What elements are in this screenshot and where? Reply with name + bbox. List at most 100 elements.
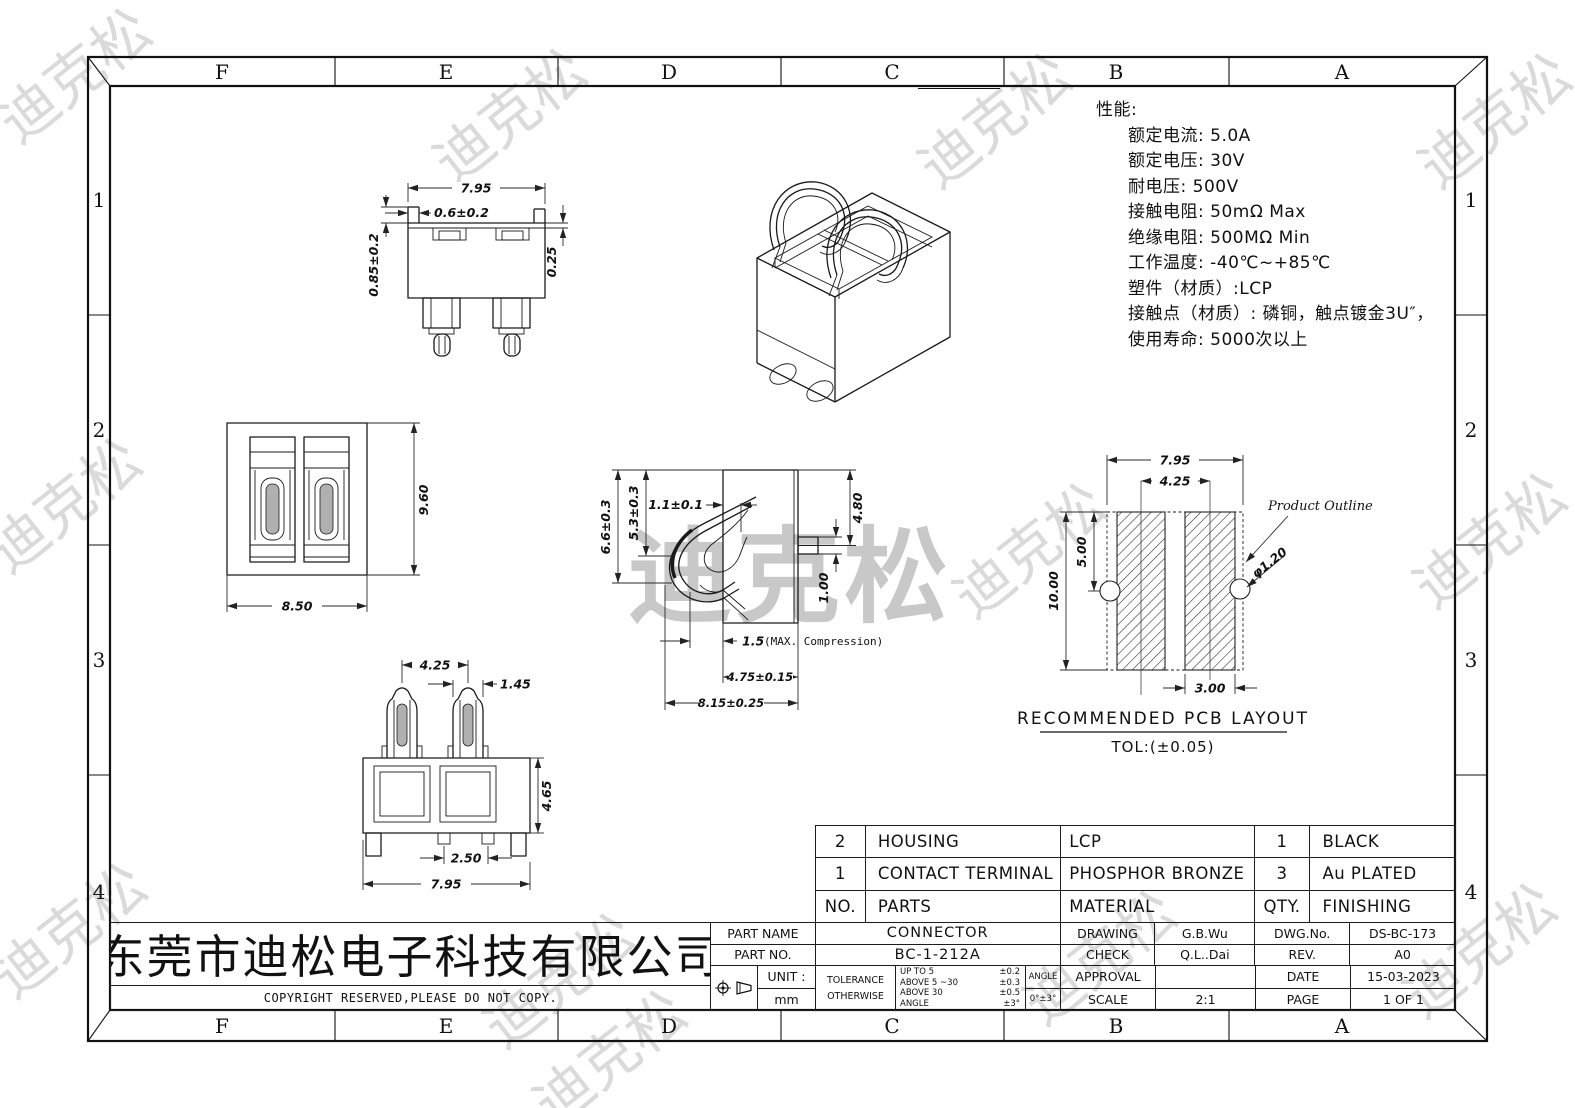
title-block-row: SCALE 2:1 PAGE 1 OF 1	[1061, 988, 1456, 1010]
company-block: 东莞市迪松电子科技有限公司 COPYRIGHT RESERVED,PLEASE …	[110, 922, 710, 1011]
border-col-label: C	[884, 1014, 899, 1038]
dim-pcb-hole-y: 5.00	[1074, 536, 1089, 567]
tolerance-value: ±3°	[1003, 998, 1020, 1009]
border-col-label: D	[661, 1014, 677, 1038]
border-col-label: F	[215, 1014, 229, 1038]
border-col-label: E	[439, 1014, 454, 1038]
border-col-label: A	[1334, 1014, 1350, 1038]
tolerance-label-2: OTHERWISE	[827, 990, 884, 1002]
angle-label: ANGLE	[1026, 966, 1060, 989]
angle-cell: ANGLE 0°±3°	[1026, 966, 1061, 1010]
drawing-label: DRAWING	[1061, 923, 1156, 944]
dim-side-hright: 4.80	[850, 492, 865, 524]
angle-value: 0°±3°	[1029, 994, 1057, 1005]
top-view-drawing: 7.95 0.6±0.2 0.85±0.2 0.25	[366, 181, 568, 357]
side-view-drawing: 6.6±0.3 5.3±0.3 1.1±0.1 4.80 1.00 1.5 (M…	[598, 469, 883, 710]
part-no-value: BC-1-212A	[816, 944, 1061, 965]
unit-label: UNIT :	[758, 966, 815, 989]
dim-top-tab: 0.6±0.2	[434, 205, 489, 220]
tolerance-range: ABOVE 30	[900, 988, 943, 998]
dim-pcb-width: 7.95	[1160, 453, 1191, 468]
tolerance-label-cell: TOLERANCE OTHERWISE	[816, 966, 896, 1010]
title-block-row: APPROVAL DATE 15-03-2023	[1061, 966, 1456, 989]
title-block-row: PART NO. BC-1-212A CHECK Q.L..Dai REV. A…	[711, 944, 1455, 966]
dim-side-total: 8.15±0.25	[698, 696, 764, 710]
spec-line: 额定电流: 5.0A	[1128, 125, 1251, 146]
dim-side-body: 4.75±0.15	[726, 670, 793, 684]
bom-cell-no: 2	[816, 826, 866, 858]
spec-line: 接触点（材质）: 磷铜，触点镀金3U″，	[1128, 304, 1434, 324]
title-block-row: PART NAME CONNECTOR DRAWING G.B.Wu DWG.N…	[711, 923, 1455, 945]
border-row-label: 3	[1465, 648, 1478, 672]
bom-table: 2 HOUSING LCP 1 BLACK 1 CONTACT TERMINAL…	[815, 825, 1456, 923]
spec-line: 塑件（材质）:LCP	[1128, 278, 1273, 299]
date-value: 15-03-2023	[1367, 969, 1440, 985]
bom-cell-material: LCP	[1061, 826, 1255, 858]
date-label: DATE	[1256, 966, 1351, 988]
border-row-label: 1	[1465, 188, 1478, 212]
bom-header-finishing: FINISHING	[1322, 896, 1412, 916]
dwg-no-value: DS-BC-173	[1369, 925, 1437, 941]
dim-bottom-feet: 2.50	[451, 851, 482, 866]
spec-line: 使用寿命: 5000次以上	[1128, 329, 1308, 350]
bom-header-qty: QTY.	[1255, 890, 1311, 922]
tolerance-value: ±0.5	[999, 988, 1020, 998]
border-col-label: C	[884, 60, 899, 84]
pcb-layout-drawing: 7.95 4.25 10.00 5.00 3.00 φ1.20 Product …	[1017, 453, 1373, 757]
drawing-value: G.B.Wu	[1155, 923, 1256, 944]
dim-side-comp-note: (MAX. Compression)	[764, 635, 883, 648]
border-col-label: F	[215, 60, 229, 84]
spec-line: 耐电压: 500V	[1128, 176, 1239, 197]
dim-pcb-pad-width: 3.00	[1195, 681, 1226, 696]
bom-row: 2 HOUSING LCP 1 BLACK	[816, 826, 1455, 859]
rev-label: REV.	[1255, 944, 1351, 965]
tolerance-range: ANGLE	[900, 998, 929, 1009]
tolerance-label-1: TOLERANCE	[826, 974, 885, 986]
product-outline-label: Product Outline	[1267, 499, 1373, 514]
spec-line: 接触电阻: 50mΩ Max	[1128, 202, 1306, 222]
rev-value: A0	[1394, 947, 1411, 963]
spec-block: 性能: 额定电流: 5.0A 额定电压: 30V 耐电压: 500V 接触电阻:…	[1096, 98, 1456, 353]
tolerance-range: UP TO 5	[900, 967, 935, 977]
page-label: PAGE	[1256, 988, 1351, 1010]
border-col-label: B	[1109, 60, 1124, 84]
dim-side-pin: 1.00	[816, 572, 831, 603]
border-col-label: B	[1109, 1014, 1124, 1038]
dim-pcb-height: 10.00	[1046, 571, 1061, 611]
border-col-label: A	[1334, 60, 1350, 84]
unit-cell: UNIT : mm	[758, 966, 816, 1010]
copyright-notice: COPYRIGHT RESERVED,PLEASE DO NOT COPY.	[111, 985, 710, 1010]
tolerance-value: ±0.2	[999, 967, 1020, 977]
dim-side-hmid: 5.3±0.3	[626, 486, 641, 541]
scale-value: 2:1	[1156, 988, 1256, 1010]
projection-symbol-icon	[711, 966, 758, 1010]
dim-side-comp: 1.5	[742, 634, 764, 649]
dwg-no-label: DWG.No.	[1255, 923, 1351, 944]
part-name-label: PART NAME	[711, 923, 816, 944]
scale-label: SCALE	[1061, 988, 1156, 1010]
tolerance-row: ANGLE ±3°	[900, 999, 1020, 1010]
dim-bottom-width: 7.95	[431, 877, 462, 892]
bom-cell-qty: 1	[1255, 826, 1311, 858]
spec-line: 额定电压: 30V	[1128, 151, 1245, 171]
part-no-label: PART NO.	[711, 944, 816, 965]
tolerance-row: ABOVE 30 ±0.5	[900, 988, 1020, 999]
bom-header-material: MATERIAL	[1061, 890, 1255, 922]
bom-cell-qty: 3	[1255, 858, 1311, 890]
dim-front-height: 9.60	[416, 484, 431, 515]
dim-top-width: 7.95	[461, 181, 492, 196]
bom-header-row: NO. PARTS MATERIAL QTY. FINISHING	[816, 890, 1455, 922]
border-row-label: 4	[1465, 880, 1478, 904]
tolerance-range: ABOVE 5 ~30	[900, 977, 958, 988]
front-view-drawing: 9.60 8.50	[226, 422, 431, 614]
company-name: 东莞市迪松电子科技有限公司	[111, 930, 710, 984]
dim-pcb-hole-diameter: φ1.20	[1249, 544, 1290, 581]
tolerance-row: ABOVE 5 ~30 ±0.3	[900, 978, 1020, 989]
dim-bottom-pitch: 4.25	[419, 658, 451, 673]
dim-side-offset: 1.1±0.1	[648, 497, 703, 512]
bom-cell-finishing: Au PLATED	[1322, 864, 1417, 884]
border-row-label: 1	[93, 188, 106, 212]
dim-top-left: 0.85±0.2	[366, 233, 381, 296]
